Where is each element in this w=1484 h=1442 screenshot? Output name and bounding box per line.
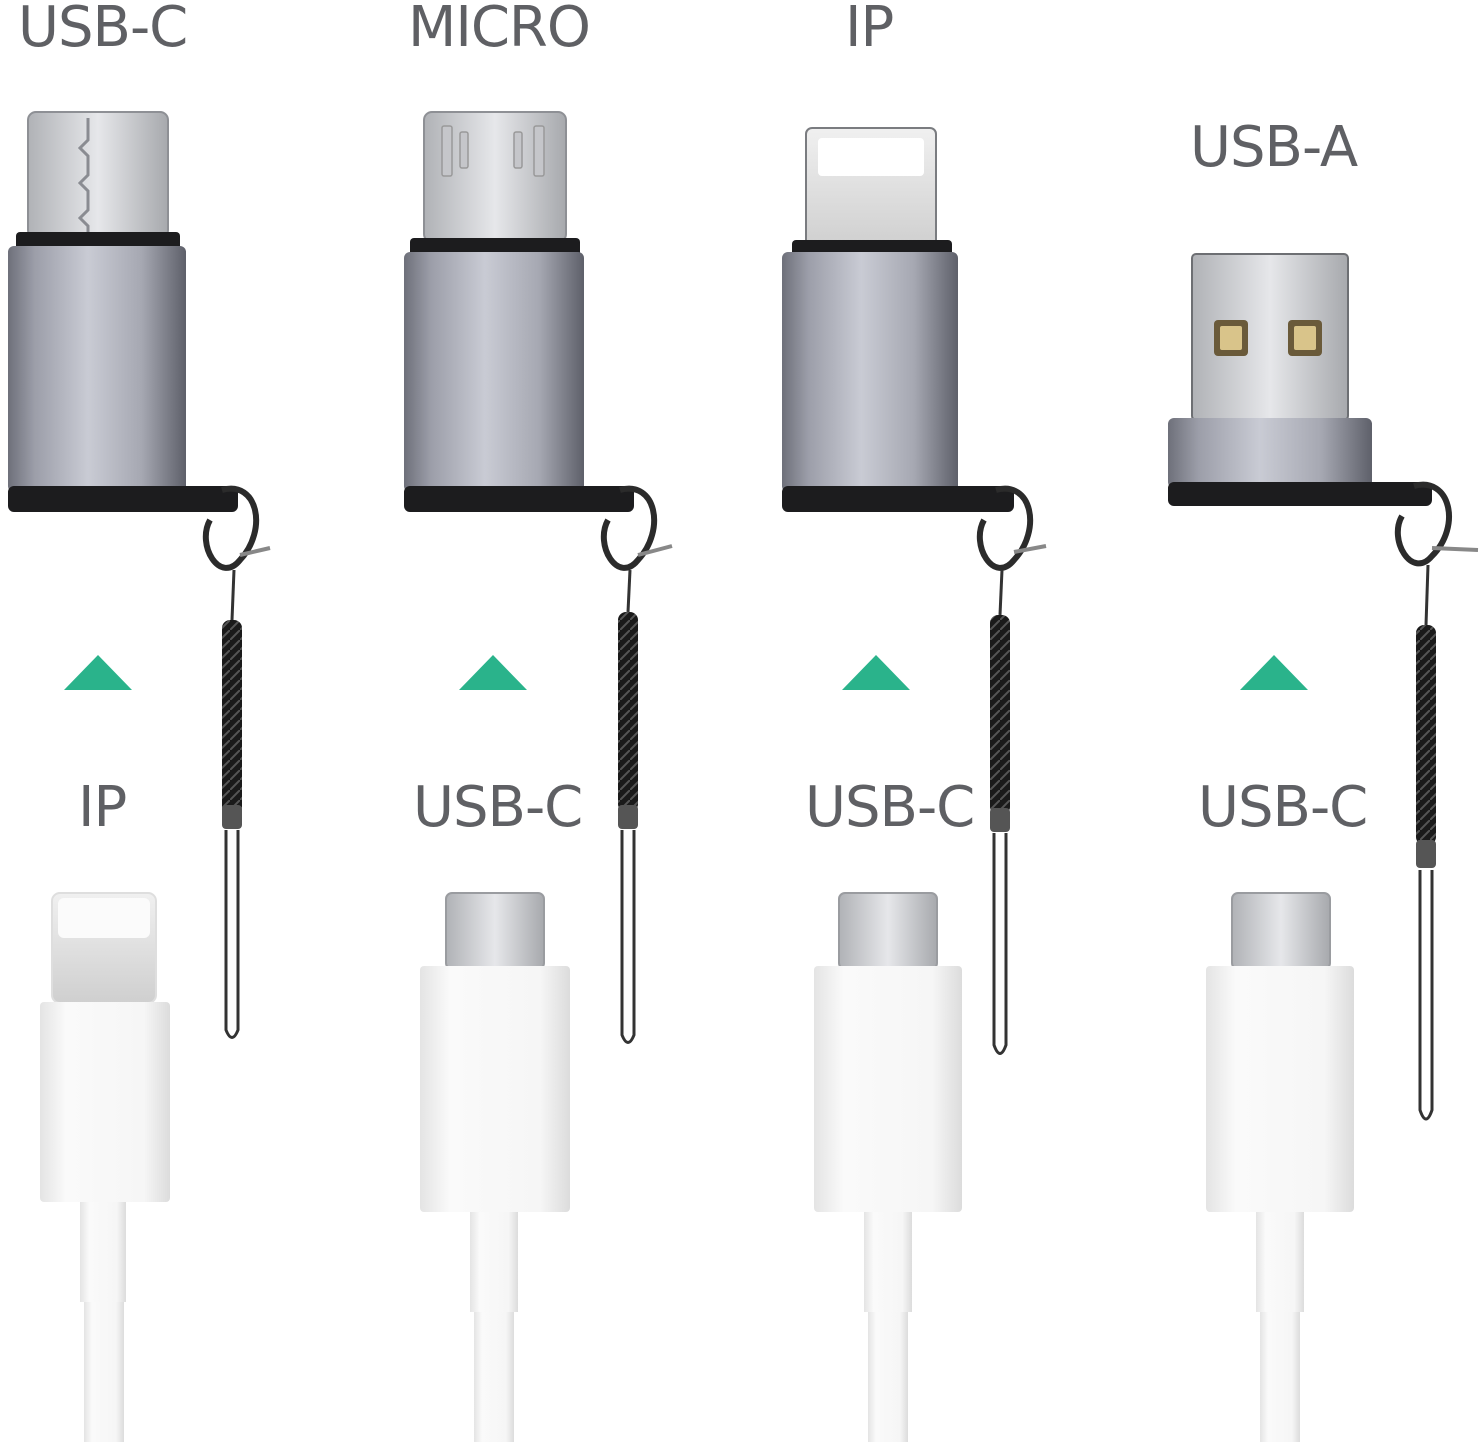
arrow-up-icon — [64, 655, 132, 690]
adapter-label-micro: MICRO — [408, 0, 591, 60]
cable-usb-c-1 — [420, 892, 570, 1442]
cable-label-usb-c-1: USB-C — [413, 775, 583, 840]
lanyard-icon — [976, 485, 1047, 1055]
adapter-label-usb-a: USB-A — [1190, 115, 1358, 180]
lanyard-icon — [1394, 481, 1479, 1121]
arrow-up-icon — [842, 655, 910, 690]
lanyard-icon — [202, 485, 271, 1039]
cable-label-ip: IP — [78, 775, 127, 840]
cable-usb-c-2 — [814, 892, 962, 1442]
adapter-label-usb-c: USB-C — [18, 0, 188, 60]
adapter-usb-a — [1168, 253, 1432, 506]
arrow-up-icon — [1240, 655, 1308, 690]
adapter-label-ip: IP — [845, 0, 894, 60]
cable-usb-c-3 — [1206, 892, 1354, 1442]
cable-label-usb-c-3: USB-C — [1198, 775, 1368, 840]
adapter-ip — [782, 127, 1014, 512]
lanyard-icon — [600, 485, 673, 1044]
adapter-usb-c — [8, 111, 238, 512]
arrow-up-icon — [459, 655, 527, 690]
cable-label-usb-c-2: USB-C — [805, 775, 975, 840]
cable-ip — [40, 892, 170, 1442]
adapter-micro — [404, 111, 634, 512]
